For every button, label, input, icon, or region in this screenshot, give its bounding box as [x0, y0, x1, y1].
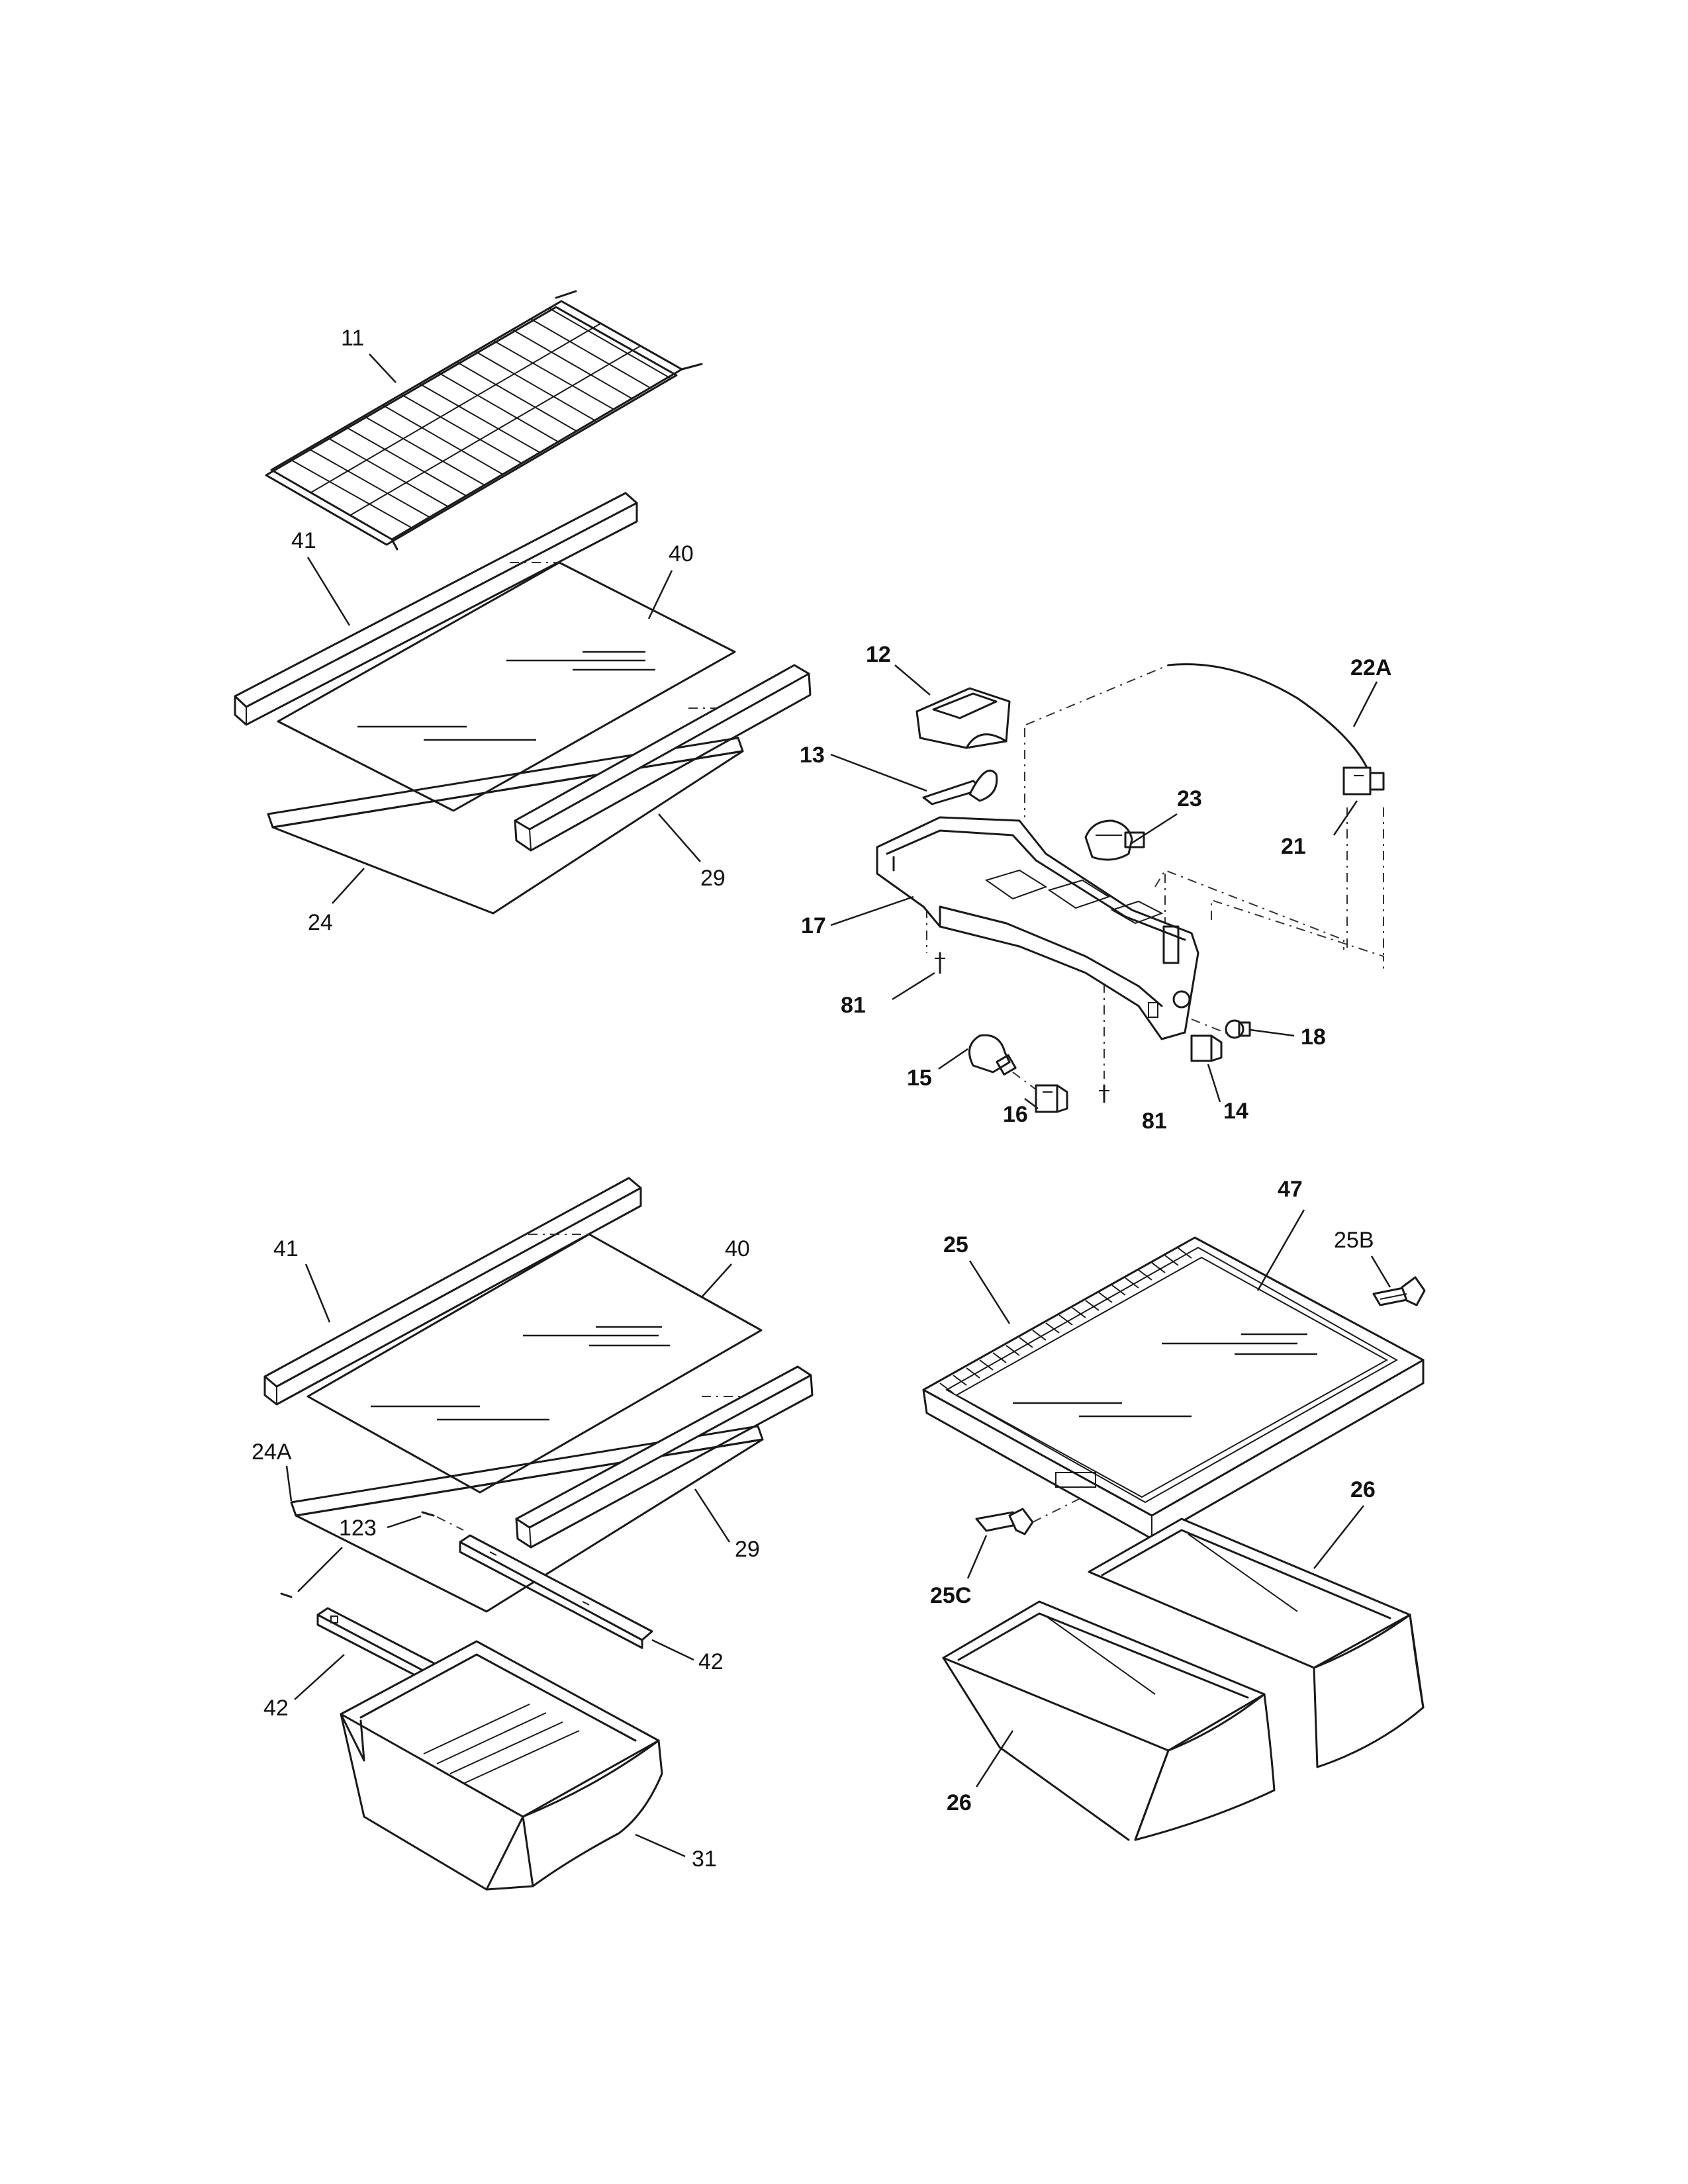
callout-40: 40 [669, 541, 694, 567]
callout-24A: 24A [252, 1439, 292, 1465]
callout-14: 14 [1223, 1099, 1248, 1124]
callout-123: 123 [339, 1516, 377, 1541]
callout-18: 18 [1301, 1024, 1326, 1050]
callout-31: 31 [692, 1846, 717, 1872]
callout-24: 24 [308, 910, 333, 935]
screw-81-right [1099, 1084, 1109, 1103]
callout-26-left: 26 [947, 1790, 972, 1815]
callout-81-right: 81 [1142, 1109, 1167, 1134]
callout-21: 21 [1281, 834, 1306, 859]
control-knob-21 [1342, 766, 1385, 796]
light-bulb-15 [968, 1034, 1017, 1076]
callout-41: 41 [291, 528, 316, 553]
switch-14 [1190, 1034, 1223, 1062]
shelf-trim-front-41 [234, 492, 638, 726]
callout-13: 13 [800, 743, 825, 768]
callout-25B: 25B [1334, 1228, 1374, 1253]
callout-22A: 22A [1350, 655, 1391, 680]
cover-bracket-25B [1372, 1276, 1426, 1306]
glass-shelf-40-lower [306, 1233, 763, 1494]
callout-29-lower: 29 [735, 1537, 760, 1562]
crisper-glass-47 [955, 1256, 1389, 1498]
thermostat-23 [1084, 819, 1145, 861]
shelf-trim-front-41-lower [263, 1177, 642, 1406]
lamp-socket-16 [1035, 1084, 1068, 1113]
callout-42-left: 42 [263, 1696, 289, 1721]
callout-42-right: 42 [698, 1649, 724, 1674]
control-housing-17 [876, 816, 1199, 1040]
callout-47: 47 [1278, 1177, 1303, 1202]
callout-26-right: 26 [1350, 1477, 1376, 1502]
cover-bracket-25C [975, 1498, 1080, 1535]
callout-16: 16 [1003, 1102, 1028, 1127]
crisper-pan-26-right [1088, 1518, 1425, 1768]
switch-18 [1225, 1019, 1251, 1039]
screw-81-left [935, 952, 945, 974]
callout-23: 23 [1177, 786, 1202, 811]
crisper-pan-26-left [942, 1600, 1276, 1841]
shelf-trim-rear-29 [514, 664, 812, 852]
wire-shelf-11 [265, 290, 703, 551]
callout-labels: 11 41 40 29 24 12 13 22A 23 21 17 81 15 … [252, 326, 1391, 1872]
glass-shelf-40 [277, 561, 736, 812]
shelf-frame-24 [267, 707, 744, 915]
callout-40-lower: 40 [725, 1236, 750, 1261]
callout-41-lower: 41 [273, 1236, 299, 1261]
callout-25: 25 [943, 1232, 968, 1257]
callout-15: 15 [907, 1066, 932, 1091]
screw-123 [280, 1511, 464, 1598]
callout-25C: 25C [930, 1583, 971, 1608]
callout-12: 12 [866, 642, 891, 667]
light-diffuser-12 [915, 687, 1011, 749]
shelf-trim-rear-29-lower [515, 1365, 814, 1549]
callout-81-left: 81 [841, 993, 866, 1018]
lens-13 [922, 769, 998, 805]
callout-17: 17 [801, 913, 826, 938]
callout-11: 11 [341, 326, 364, 351]
drawer-31 [340, 1640, 663, 1891]
callout-29: 29 [700, 866, 726, 891]
crisper-cover-frame-25 [922, 1236, 1425, 1540]
drawer-slide-42-right [459, 1534, 653, 1649]
